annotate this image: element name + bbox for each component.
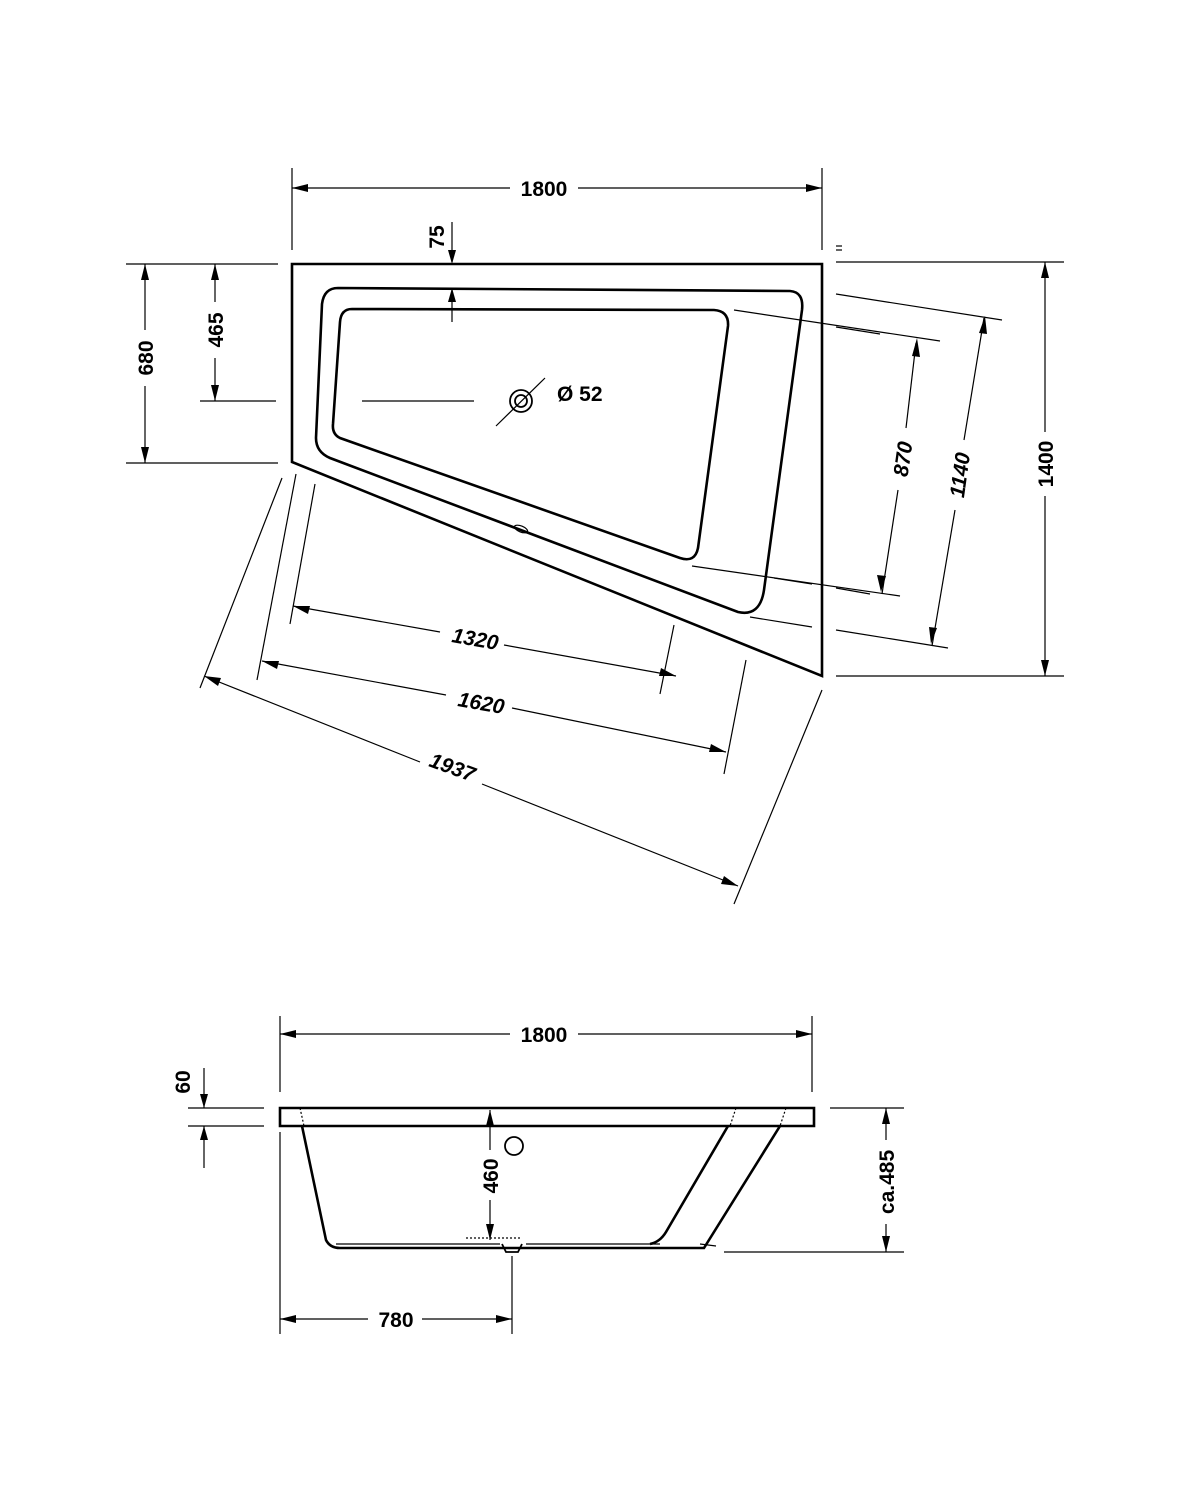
- drain-diameter-label: Ø 52: [557, 383, 603, 406]
- dim-460-label: 460: [480, 1158, 503, 1193]
- dim-1937: 1937: [199, 477, 823, 905]
- dim-1320-label: 1320: [450, 624, 500, 655]
- dim-780: 780: [279, 1132, 513, 1334]
- dim-60-label: 60: [172, 1070, 195, 1093]
- dim-1620: 1620: [256, 473, 747, 775]
- top-view: Ø 52 1800 75 680: [126, 168, 1064, 905]
- drain-icon: [495, 377, 546, 427]
- dim-465: 465: [200, 264, 276, 402]
- dim-1620-label: 1620: [456, 688, 506, 719]
- tub-outline: [290, 262, 824, 678]
- dim-1800-side: 1800: [279, 1016, 813, 1092]
- dim-1800-top-label: 1800: [521, 178, 568, 201]
- basin-edge: [331, 307, 730, 561]
- dim-460: 460: [480, 1110, 503, 1240]
- side-overflow-icon: [504, 1136, 524, 1156]
- side-body: [300, 1125, 782, 1250]
- dim-75: 75: [426, 222, 456, 322]
- dim-1800-top: 1800: [291, 168, 823, 250]
- overflow-slot: [513, 524, 529, 534]
- dim-680-label: 680: [135, 340, 158, 375]
- side-drain-icon: [501, 1243, 523, 1253]
- dim-680: 680: [126, 263, 278, 464]
- dim-ca485: ca.485: [724, 1107, 904, 1253]
- dim-60: 60: [172, 1068, 264, 1168]
- dim-1140: 1140: [749, 293, 1003, 649]
- dim-780-label: 780: [378, 1309, 413, 1332]
- dim-ca485-label: ca.485: [876, 1150, 899, 1215]
- dim-1400: 1400: [836, 261, 1064, 677]
- dim-1140-label: 1140: [946, 451, 975, 499]
- side-view: 1800 60 460 ca.485: [172, 1016, 904, 1334]
- rim-inner-edge: [314, 286, 804, 615]
- dim-1320: 1320: [289, 483, 677, 695]
- dim-465-label: 465: [205, 312, 228, 347]
- dim-1937-label: 1937: [426, 749, 479, 787]
- side-rim: [278, 1106, 816, 1128]
- dim-870: 870: [691, 309, 941, 597]
- dim-870-label: 870: [890, 440, 918, 478]
- dim-1800-side-label: 1800: [521, 1024, 568, 1047]
- dim-1400-label: 1400: [1035, 441, 1058, 488]
- dim-75-label: 75: [426, 225, 449, 249]
